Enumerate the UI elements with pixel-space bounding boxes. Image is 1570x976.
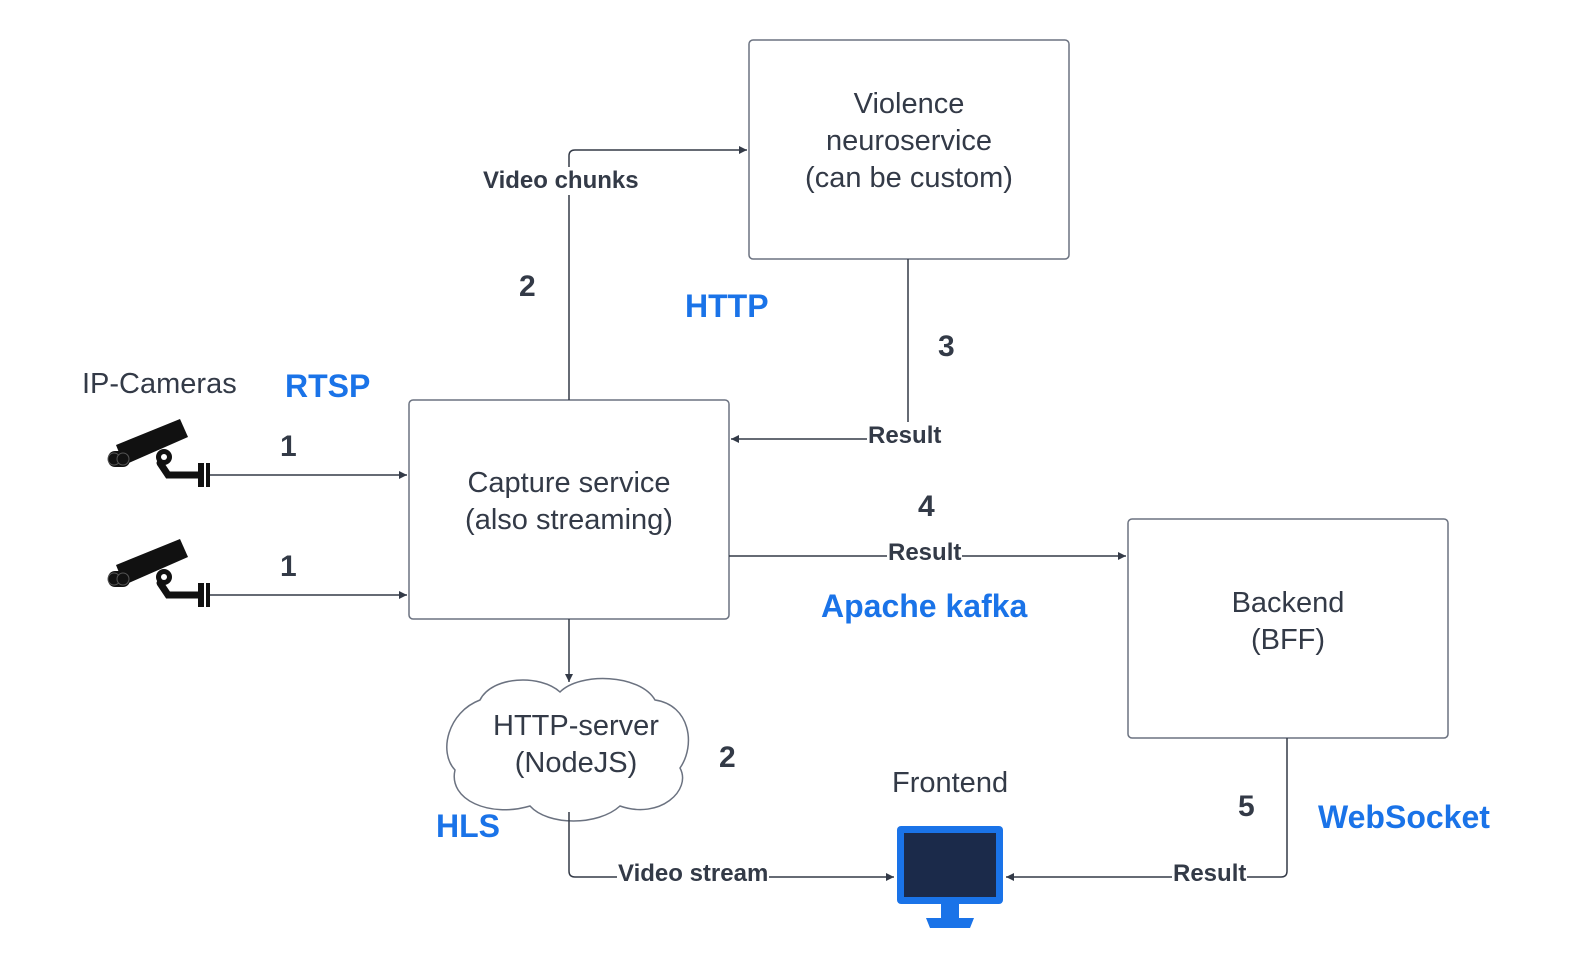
step-number: 5	[1238, 790, 1255, 823]
http-server-label: HTTP-server (NodeJS)	[466, 708, 686, 782]
edge-video-chunks	[568, 146, 747, 400]
protocol-websocket: WebSocket	[1318, 799, 1490, 835]
node-line: Violence	[853, 88, 965, 120]
edge-result-ws	[1006, 738, 1288, 881]
node-line: Backend	[1231, 587, 1345, 619]
edge-label-video-stream: Video stream	[617, 860, 770, 888]
edge-video-stream	[568, 812, 894, 881]
step-number: 2	[519, 270, 536, 303]
node-line: neuroservice	[825, 125, 993, 157]
ip-cameras-label: IP-Cameras	[82, 368, 237, 400]
step-number: 2	[719, 741, 736, 774]
node-line: HTTP-server	[493, 710, 659, 742]
protocol-http: HTTP	[685, 288, 769, 324]
security-camera-icon	[107, 539, 210, 607]
edge-label-result-ws: Result	[1172, 860, 1248, 888]
security-camera-icon	[107, 419, 210, 487]
edge-label-video-chunks: Video chunks	[482, 167, 640, 195]
protocol-rtsp: RTSP	[285, 368, 371, 404]
node-line: (NodeJS)	[514, 747, 638, 779]
violence-service-box	[748, 39, 1070, 260]
node-line: (can be custom)	[805, 162, 1013, 194]
node-line: (BFF)	[1250, 624, 1326, 656]
step-number: 1	[280, 430, 297, 463]
node-line: (also streaming)	[465, 504, 673, 536]
edge-label-result-kafka: Result	[887, 539, 963, 567]
http-server-cloud	[446, 677, 690, 822]
monitor-icon	[897, 826, 1003, 928]
frontend-label: Frontend	[892, 767, 1009, 799]
backend-box	[1127, 518, 1449, 739]
violence-service-label: Violence neuroservice (can be custom)	[749, 86, 1069, 197]
protocol-hls: HLS	[436, 808, 500, 844]
step-number: 1	[280, 550, 297, 583]
step-number: 4	[918, 490, 935, 523]
edge-result-neuro	[731, 259, 909, 443]
capture-service-label: Capture service (also streaming)	[409, 465, 729, 539]
protocol-kafka: Apache kafka	[821, 588, 1028, 624]
edge-label-result-neuro: Result	[867, 422, 943, 450]
step-number: 3	[938, 330, 955, 363]
backend-label: Backend (BFF)	[1128, 585, 1448, 659]
node-line: Capture service	[467, 467, 671, 499]
